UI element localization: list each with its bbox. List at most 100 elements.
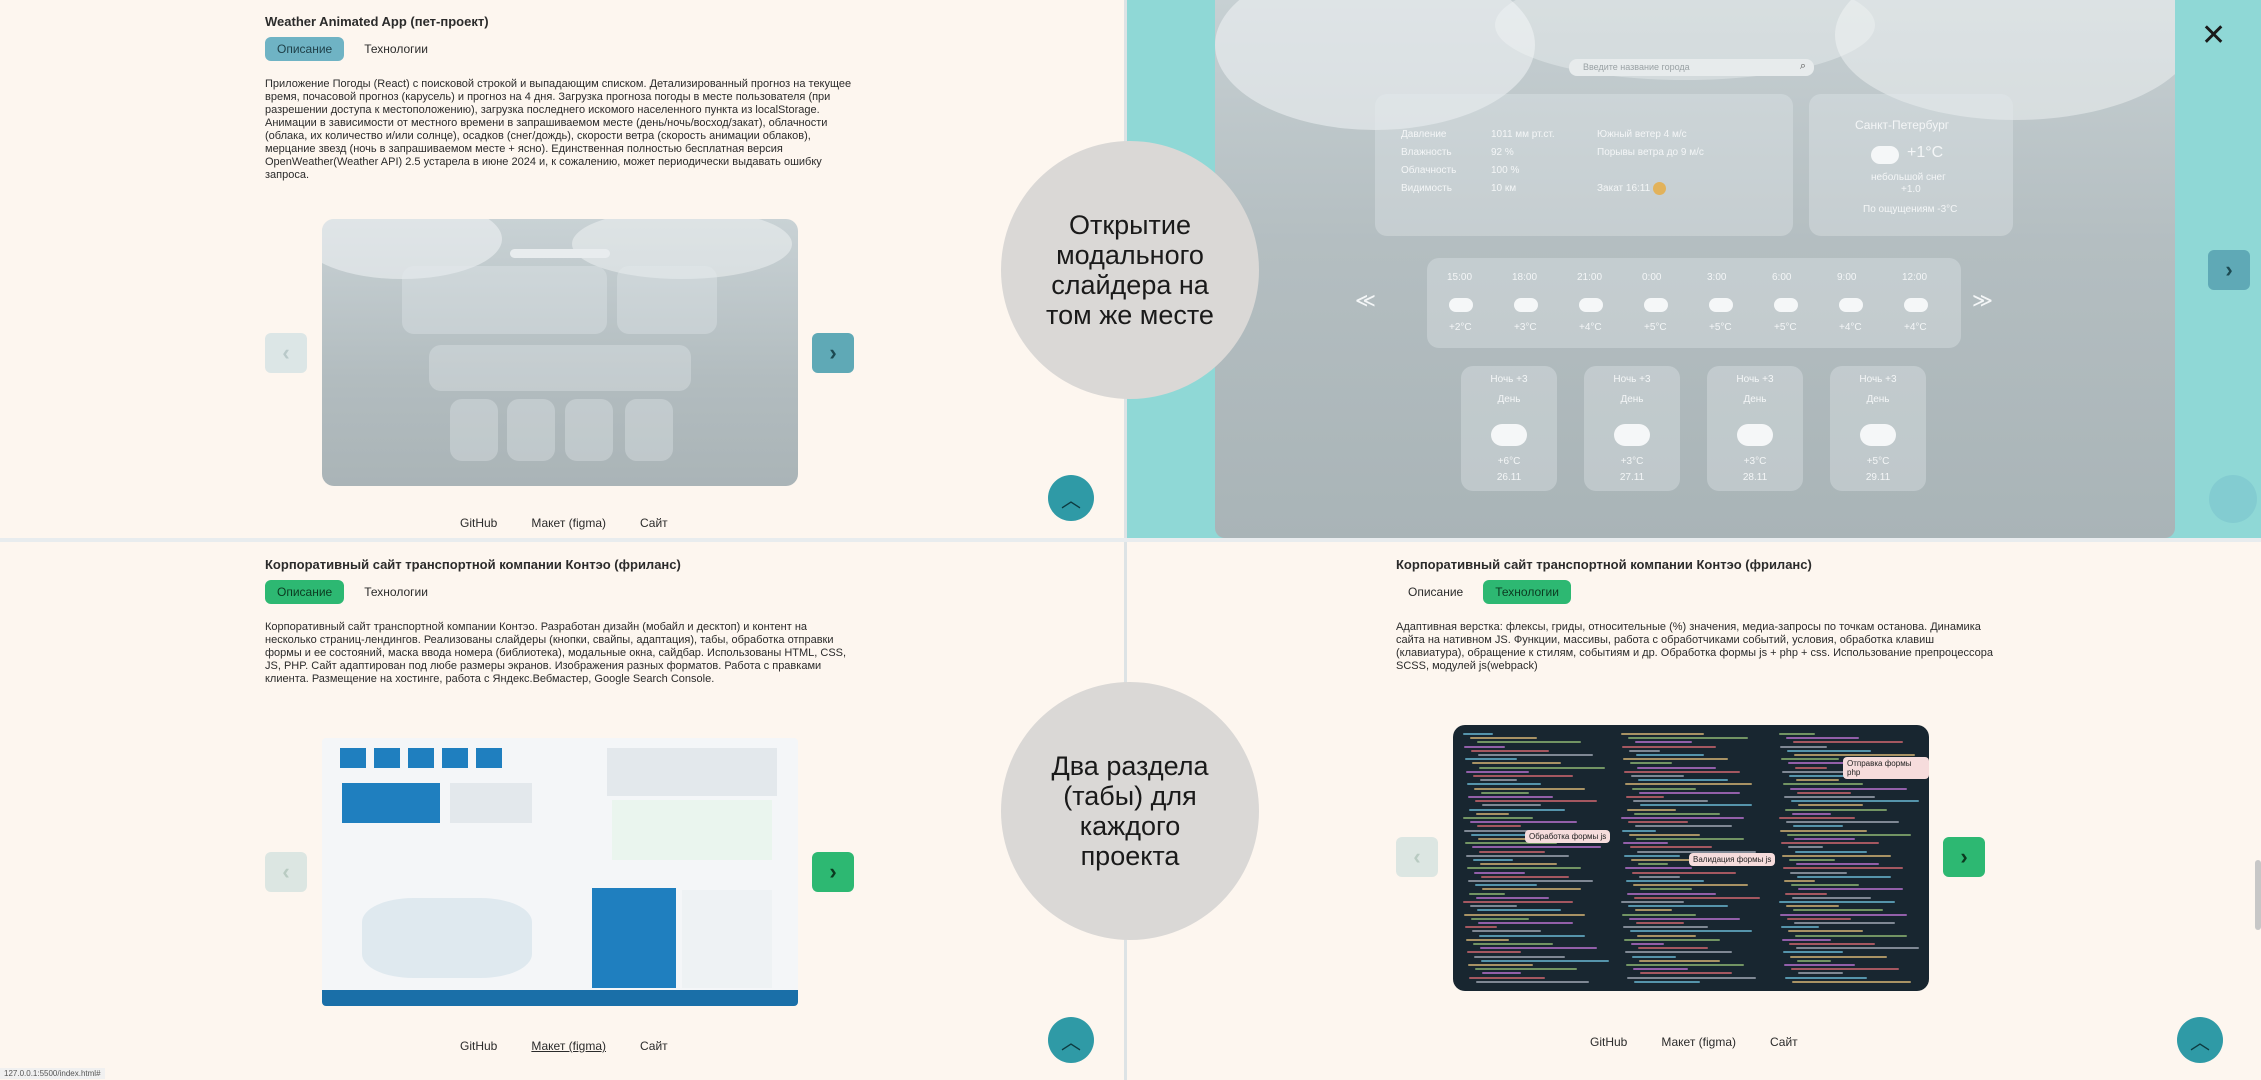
cloud-icon xyxy=(1579,298,1603,312)
code-line xyxy=(1481,875,1569,878)
code-line xyxy=(1481,959,1609,962)
code-line xyxy=(1784,964,1855,966)
slider-prev-button[interactable]: ‹ xyxy=(1396,837,1438,877)
code-line xyxy=(1469,892,1505,895)
close-icon[interactable]: ✕ xyxy=(2201,19,2227,52)
weather-modal: Введите название города ⌕ Давление Влажн… xyxy=(1127,0,2261,538)
code-line xyxy=(1471,917,1529,920)
figma-link[interactable]: Макет (figma) xyxy=(531,1039,606,1053)
code-line xyxy=(1470,905,1517,908)
code-line xyxy=(1621,901,1684,903)
scroll-up-button[interactable]: ︿ xyxy=(1048,1017,1094,1063)
code-line xyxy=(1629,833,1700,836)
github-link[interactable]: GitHub xyxy=(1590,1035,1628,1049)
tab-description[interactable]: Описание xyxy=(265,37,345,61)
day-date: 26.11 xyxy=(1496,472,1522,483)
code-line xyxy=(1463,901,1573,903)
code-line xyxy=(1789,775,1895,777)
site-link[interactable]: Сайт xyxy=(640,516,668,530)
code-line xyxy=(1794,838,1855,840)
code-line xyxy=(1629,749,1660,752)
hourly-next-button[interactable]: ≫ xyxy=(1972,290,1993,312)
code-line xyxy=(1470,821,1577,824)
code-line xyxy=(1628,905,1728,908)
code-line xyxy=(1469,976,1545,979)
tab-technologies[interactable]: Технологии xyxy=(1483,580,1571,604)
figma-link[interactable]: Макет (figma) xyxy=(1661,1035,1736,1049)
hour-label: 15:00 xyxy=(1447,272,1473,283)
slider-prev-button[interactable]: ‹ xyxy=(265,333,307,373)
project-description: Адаптивная верстка: флексы, гриды, относ… xyxy=(1396,621,1993,672)
figma-link[interactable]: Макет (figma) xyxy=(531,516,606,530)
tab-description[interactable]: Описание xyxy=(1408,585,1464,599)
code-line xyxy=(1624,770,1740,773)
code-line xyxy=(1472,846,1601,849)
hourly-prev-button[interactable]: ≪ xyxy=(1355,290,1376,312)
code-line xyxy=(1626,964,1744,966)
code-line xyxy=(1787,749,1871,752)
slider-next-button[interactable]: › xyxy=(812,852,854,892)
code-line xyxy=(1472,930,1541,933)
city-panel: Санкт-Петербург +1°C небольшой снег +1.0… xyxy=(1809,94,2013,236)
scroll-up-button[interactable]: ︿ xyxy=(1048,475,1094,521)
tab-technologies[interactable]: Технологии xyxy=(364,585,428,599)
code-line xyxy=(1627,808,1676,811)
slider-next-button[interactable]: › xyxy=(812,333,854,373)
hour-label: 18:00 xyxy=(1512,272,1538,283)
tab-description[interactable]: Описание xyxy=(265,580,345,604)
code-line xyxy=(1631,859,1724,861)
code-line xyxy=(1630,762,1672,765)
code-line xyxy=(1633,968,1688,971)
scroll-up-button[interactable]: ︿ xyxy=(2177,1017,2223,1063)
code-line xyxy=(1478,922,1573,924)
cloud-icon xyxy=(1904,298,1928,312)
hour-temp: +4°C xyxy=(1839,322,1862,333)
scrollbar-thumb[interactable] xyxy=(2255,860,2261,930)
code-line xyxy=(1474,871,1525,874)
code-line xyxy=(1482,972,1521,975)
day-label: День xyxy=(1497,394,1521,405)
code-line xyxy=(1637,934,1696,937)
code-line xyxy=(1782,938,1831,941)
weather-screenshot[interactable] xyxy=(322,219,798,486)
code-line xyxy=(1798,888,1903,891)
github-link[interactable]: GitHub xyxy=(460,1039,498,1053)
code-line xyxy=(1782,854,1891,857)
project-description: Корпоративный сайт транспортной компании… xyxy=(265,621,847,685)
search-input[interactable]: Введите название города ⌕ xyxy=(1569,59,1814,76)
code-line xyxy=(1469,808,1565,811)
code-screenshot[interactable]: Отправка формы php Обработка формы js Ва… xyxy=(1453,725,1929,991)
code-line xyxy=(1477,909,1561,912)
code-line xyxy=(1482,888,1581,891)
code-line xyxy=(1783,951,1843,954)
code-line xyxy=(1786,737,1859,740)
slider-prev-button[interactable]: ‹ xyxy=(265,852,307,892)
code-line xyxy=(1475,968,1577,971)
code-line xyxy=(1783,783,1863,786)
tab-technologies[interactable]: Технологии xyxy=(364,42,428,56)
day-label: День xyxy=(1743,394,1767,405)
code-line xyxy=(1788,846,1823,849)
code-line xyxy=(1465,926,1497,929)
hour-temp: +5°C xyxy=(1774,322,1797,333)
code-line xyxy=(1622,745,1716,748)
code-line xyxy=(1634,980,1700,983)
code-line xyxy=(1473,775,1573,777)
code-line xyxy=(1637,766,1716,769)
code-line xyxy=(1629,917,1740,920)
slider-next-button[interactable]: › xyxy=(1943,837,1985,877)
code-line xyxy=(1626,796,1664,798)
modal-next-button[interactable]: › xyxy=(2208,250,2250,290)
day-temp: +6°C xyxy=(1497,456,1521,467)
code-line xyxy=(1639,791,1740,794)
code-line xyxy=(1790,871,1847,874)
details-panel: Давление Влажность Облачность Видимость … xyxy=(1375,94,1793,236)
floating-dot xyxy=(2209,475,2257,523)
kontaeo-screenshot[interactable] xyxy=(322,738,798,1006)
site-link[interactable]: Сайт xyxy=(640,1039,668,1053)
code-line xyxy=(1478,754,1593,756)
site-link[interactable]: Сайт xyxy=(1770,1035,1798,1049)
github-link[interactable]: GitHub xyxy=(460,516,498,530)
code-line xyxy=(1475,884,1537,887)
